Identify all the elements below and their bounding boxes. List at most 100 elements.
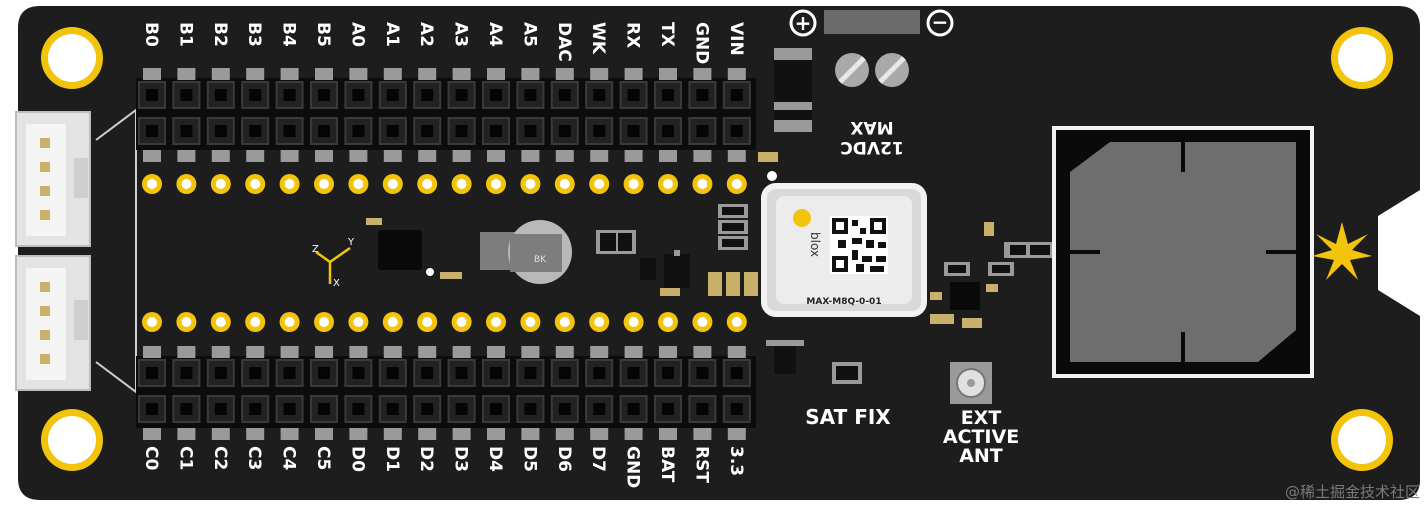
grove-connector-top (15, 111, 91, 247)
gold-pad-hole (215, 179, 226, 189)
pad-tab (280, 428, 299, 440)
header-hole (696, 367, 709, 379)
header-hole (180, 403, 193, 415)
header-socket (722, 117, 751, 145)
axis-x-label: X (333, 278, 340, 289)
header-hole (730, 403, 743, 415)
header-hole (352, 125, 365, 137)
voltage-line2: MAX (850, 117, 893, 137)
header-socket (310, 81, 338, 109)
bottom-pin-9: D3 (447, 312, 476, 472)
bottom-pin-label: C0 (141, 446, 161, 470)
pad-tab (659, 346, 677, 358)
pad-tab (177, 346, 196, 358)
header-hole (558, 403, 571, 415)
header-hole (627, 89, 640, 101)
header-hole (524, 89, 537, 101)
top-pin-label: VIN (726, 22, 746, 56)
header-hole (318, 89, 330, 101)
bottom-pin-8: D2 (413, 312, 442, 472)
bottom-pin-label: D1 (382, 446, 402, 472)
gold-pad-hole (250, 179, 261, 189)
gold-pad-hole (559, 317, 570, 327)
gps-model: MAX-M8Q-0-01 (806, 297, 881, 307)
top-pin-label: A1 (382, 22, 402, 47)
pad-tab (315, 150, 333, 162)
bottom-pin-3: C3 (241, 312, 270, 470)
pad-tab (177, 428, 196, 440)
header-hole (593, 125, 606, 137)
mounting-hole-top-left (41, 27, 103, 89)
pad-tab (349, 68, 368, 80)
header-socket (447, 81, 476, 109)
header-socket (275, 81, 304, 109)
top-pin-label: A5 (519, 22, 539, 47)
header-hole (214, 367, 227, 379)
gps-module: blox MAX-M8Q-0-01 (761, 183, 927, 317)
top-pin-label: A2 (416, 22, 436, 47)
pad-tab (727, 428, 746, 440)
header-socket (138, 117, 166, 145)
top-pin-17: VIN (722, 22, 751, 194)
header-socket (378, 117, 407, 145)
bottom-pin-17: 3.3 (722, 312, 751, 476)
gold-pad-hole (663, 317, 673, 327)
bottom-pin-label: C2 (210, 446, 230, 470)
bottom-pin-label: GND (623, 446, 643, 488)
backup-battery: BK (480, 220, 572, 284)
pad-tab (280, 346, 299, 358)
bottom-header (136, 356, 756, 428)
pad-tab (452, 150, 471, 162)
gold-pad-hole (525, 179, 536, 189)
gold-pad-hole (284, 317, 295, 327)
header-hole (386, 367, 399, 379)
top-pin-12: DAC (550, 22, 579, 194)
star-icon (1312, 222, 1372, 280)
header-hole (593, 367, 606, 379)
top-pin-label: A4 (485, 22, 505, 47)
pad-tab (555, 428, 574, 440)
top-pin-11: A5 (516, 22, 545, 194)
bottom-pin-label: D4 (485, 446, 505, 472)
bottom-pin-label: C5 (313, 446, 333, 470)
silk-bracket (95, 108, 137, 394)
top-pin-6: A0 (344, 22, 373, 194)
header-hole (558, 125, 571, 137)
top-pin-7: A1 (378, 22, 407, 194)
gold-pad-hole (215, 317, 226, 327)
mounting-hole-top-right (1331, 27, 1393, 89)
gold-pad-hole (628, 179, 639, 189)
imu-chip (366, 218, 462, 279)
pad-tab (211, 150, 230, 162)
pad-tab (452, 346, 471, 358)
pad-tab (521, 346, 540, 358)
header-hole (180, 367, 193, 379)
bottom-pin-label: RST (691, 446, 711, 483)
bottom-pin-16: RST (688, 312, 717, 483)
plus-symbol: + (795, 11, 812, 35)
pad-tab (418, 428, 437, 440)
header-hole (249, 403, 262, 415)
top-pin-label: B1 (175, 22, 195, 47)
header-hole (146, 89, 158, 101)
pad-tab (590, 346, 609, 358)
gold-pad-hole (387, 179, 398, 189)
pad-tab (143, 150, 161, 162)
top-header (136, 78, 756, 150)
patch-antenna (1052, 126, 1314, 378)
pad-tab (143, 428, 161, 440)
top-pin-1: B1 (172, 22, 201, 194)
header-hole (249, 367, 262, 379)
header-hole (662, 403, 674, 415)
header-hole (421, 367, 434, 379)
voltage-line1: 12VDC (840, 137, 903, 157)
top-pin-label: TX (657, 22, 677, 47)
header-hole (318, 125, 330, 137)
top-pin-13: WK (585, 22, 614, 194)
top-pin-2: B2 (206, 22, 235, 194)
pad-tab (555, 346, 574, 358)
gold-pad-hole (731, 179, 742, 189)
pad-tab (315, 346, 333, 358)
gold-pad-hole (491, 179, 501, 189)
header-hole (730, 89, 743, 101)
